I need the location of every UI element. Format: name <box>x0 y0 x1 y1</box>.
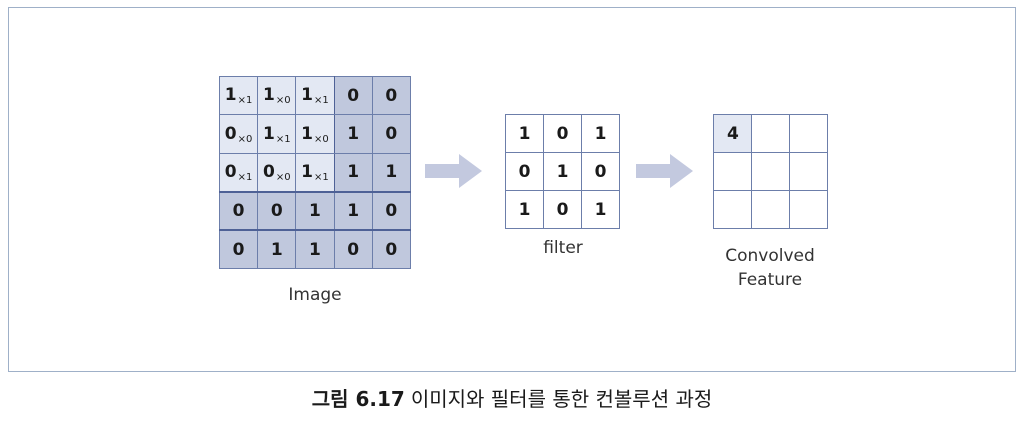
filter-label: filter <box>543 238 583 258</box>
image-cell: 0 <box>371 114 411 154</box>
image-cell: 0 <box>371 191 411 232</box>
image-cell: 0 <box>333 229 373 269</box>
image-cell: 0×1 <box>218 152 259 193</box>
convolved-cell: 4 <box>713 114 752 153</box>
image-cell: 0 <box>218 191 259 232</box>
image-cell: 0×0 <box>218 114 259 154</box>
filter-cell: 0 <box>581 152 620 191</box>
convolved-cell <box>751 114 790 153</box>
image-cell: 1 <box>295 229 335 269</box>
image-cell: 1 <box>371 152 411 193</box>
image-cell: 0 <box>218 229 259 269</box>
convolved-feature-grid: 4 <box>713 114 828 229</box>
image-cell: 0×0 <box>257 152 297 193</box>
image-cell: 1 <box>333 191 373 232</box>
image-label: Image <box>288 285 342 305</box>
convolved-cell <box>789 152 828 191</box>
image-cell: 0 <box>371 229 411 269</box>
convolved-cell <box>789 190 828 229</box>
convolved-label-line2: Feature <box>737 270 803 290</box>
filter-cell: 1 <box>505 190 544 229</box>
image-cell: 1×1 <box>295 75 335 116</box>
arrow-right-icon <box>636 154 693 188</box>
filter-cell: 1 <box>543 152 582 191</box>
image-cell: 1×1 <box>295 152 335 193</box>
convolved-cell <box>713 190 752 229</box>
image-cell: 0 <box>257 191 297 232</box>
convolved-feature-label: Convolved Feature <box>700 244 840 292</box>
filter-cell: 1 <box>581 114 620 153</box>
image-cell: 1×1 <box>257 114 297 154</box>
filter-cell: 0 <box>543 114 582 153</box>
image-cell: 0 <box>333 75 373 116</box>
convolved-cell <box>751 190 790 229</box>
filter-cell: 0 <box>505 152 544 191</box>
image-cell: 1 <box>333 114 373 154</box>
image-cell: 1 <box>295 191 335 232</box>
image-cell: 1×0 <box>257 75 297 116</box>
image-cell: 1×0 <box>295 114 335 154</box>
image-cell: 1 <box>333 152 373 193</box>
filter-cell: 1 <box>581 190 620 229</box>
filter-cell: 1 <box>505 114 544 153</box>
filter-cell: 0 <box>543 190 582 229</box>
convolved-label-line1: Convolved <box>725 246 815 266</box>
convolved-cell <box>713 152 752 191</box>
filter-grid: 1 0 1 0 1 0 1 0 1 <box>505 114 620 229</box>
caption-text: 이미지와 필터를 통한 컨볼루션 과정 <box>410 387 713 411</box>
convolved-cell <box>751 152 790 191</box>
figure-number: 그림 6.17 <box>311 387 405 411</box>
image-grid: 1×1 1×0 1×1 0 0 0×0 1×1 1×0 1 0 0×1 0×0 … <box>218 75 411 269</box>
image-cell: 0 <box>371 75 411 116</box>
convolved-cell <box>789 114 828 153</box>
image-cell: 1×1 <box>218 75 259 116</box>
image-cell: 1 <box>257 229 297 269</box>
arrow-right-icon <box>425 154 482 188</box>
